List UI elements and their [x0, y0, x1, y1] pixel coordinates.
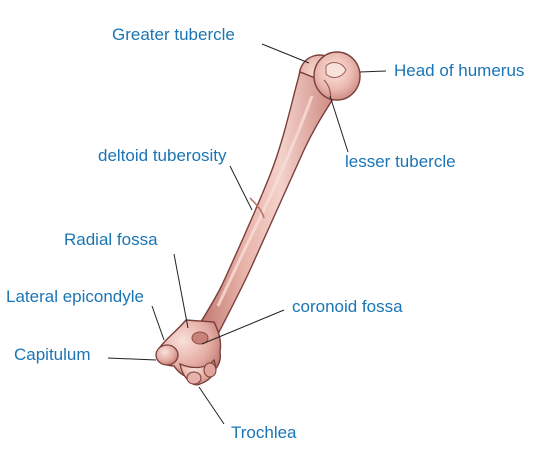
leader-radial-fossa	[173, 253, 189, 329]
label-coronoid-fossa: coronoid fossa	[292, 297, 403, 316]
leader-lines	[107, 43, 387, 425]
label-lateral-epicondyle: Lateral epicondyle	[6, 287, 144, 306]
head-detail	[325, 62, 347, 78]
leader-lateral-epicondyle	[151, 305, 165, 341]
label-trochlea: Trochlea	[231, 423, 297, 442]
label-radial-fossa: Radial fossa	[64, 230, 158, 249]
leader-deltoid-tuberosity	[229, 165, 253, 211]
leader-trochlea	[198, 386, 225, 425]
capitulum-shape	[155, 344, 179, 366]
label-lesser-tubercle: lesser tubercle	[345, 152, 456, 171]
medial-knob	[203, 362, 217, 378]
label-head-of-humerus: Head of humerus	[394, 61, 525, 80]
trochlea-knob	[186, 371, 202, 385]
coronoid-fossa-shape	[191, 331, 209, 345]
label-capitulum: Capitulum	[14, 345, 91, 364]
leader-coronoid-fossa	[201, 309, 285, 345]
leader-capitulum	[107, 357, 157, 361]
label-greater-tubercle: Greater tubercle	[112, 25, 235, 44]
shaft-ridge	[216, 95, 314, 307]
leader-lesser-tubercle	[329, 95, 349, 153]
leader-head-of-humerus	[359, 70, 387, 73]
deltoid-tuberosity-mark	[249, 197, 265, 219]
label-deltoid-tuberosity: deltoid tuberosity	[98, 146, 227, 165]
leader-greater-tubercle	[261, 43, 310, 64]
